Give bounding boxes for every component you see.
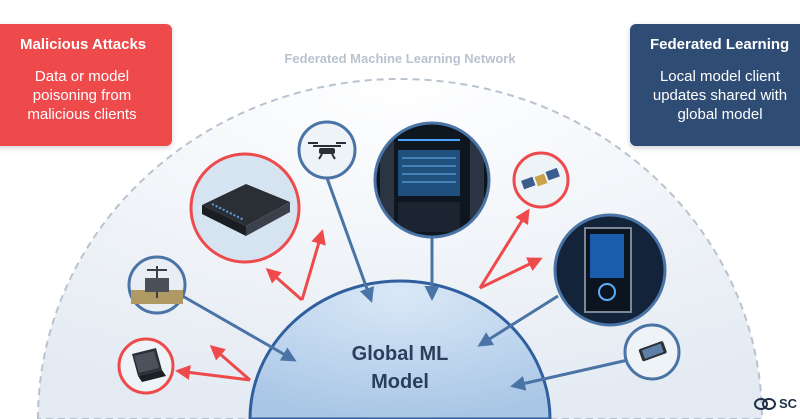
pc-tower-icon (555, 215, 665, 325)
card-body-line: updates shared with (652, 87, 788, 104)
global-model-label-line: Global ML (351, 343, 449, 365)
card-body-line: global model (677, 106, 763, 123)
card-body-line: malicious clients (27, 106, 137, 123)
card-body-line: Data or model (34, 68, 130, 85)
client-update-links (178, 177, 629, 391)
card-body: Local model client updates shared with g… (644, 67, 796, 124)
card-title: Malicious Attacks (20, 36, 147, 53)
network-title: Federated Machine Learning Network (284, 51, 516, 66)
client-weather-station (127, 255, 187, 315)
brand-logo-icon (754, 397, 776, 410)
card-body-line: poisoning from (32, 87, 132, 104)
satellite-icon (521, 167, 560, 190)
global-model-label: Global ML Model (330, 340, 470, 396)
brand-logo: SC (754, 396, 797, 411)
card-body: Data or model poisoning from malicious c… (6, 67, 158, 124)
station-icon (131, 266, 183, 304)
laptop-icon (132, 348, 166, 382)
link-phone (510, 358, 629, 391)
attack-switch-b (300, 229, 326, 301)
client-server-rack (373, 121, 491, 239)
attack-switch-a (265, 268, 303, 302)
attack-links (175, 208, 543, 382)
client-laptop (117, 337, 175, 395)
client-network-switch (189, 152, 301, 264)
link-pc (477, 294, 559, 347)
drone-icon (308, 142, 346, 160)
attack-laptop-a (209, 345, 251, 382)
client-satellite (512, 151, 570, 209)
client-smartphone (623, 323, 681, 381)
link-drone (325, 177, 374, 303)
attack-laptop-b (175, 365, 251, 382)
client-gaming-pc (553, 213, 667, 327)
attack-satellite-b (479, 257, 543, 290)
card-body-line: Local model client (659, 68, 781, 85)
card-title: Federated Learning (650, 36, 790, 53)
switch-icon (191, 154, 299, 262)
phone-icon (638, 341, 667, 362)
client-drone (297, 120, 357, 180)
brand-text: SC (779, 396, 798, 411)
global-model-label-line: Model (371, 371, 429, 393)
malicious-attacks-card: Malicious Attacks Data or model poisonin… (0, 24, 172, 146)
attack-satellite-a (478, 208, 530, 289)
link-station (178, 292, 297, 362)
server-icon (375, 123, 489, 237)
federated-learning-card: Federated Learning Local model client up… (630, 24, 800, 146)
global-model-dome (248, 279, 552, 419)
